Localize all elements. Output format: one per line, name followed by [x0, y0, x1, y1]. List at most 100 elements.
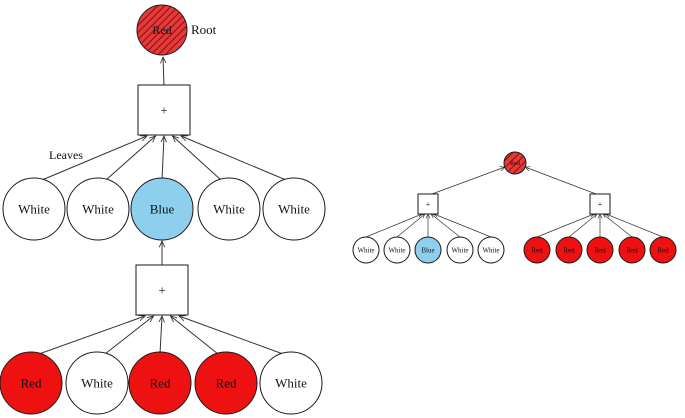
- small-right-leaf-red-label: Red: [531, 246, 543, 254]
- large-top-leaf-white-label: White: [278, 202, 310, 217]
- large-top-leaf-white: White: [2, 177, 66, 241]
- large-sub-leaf-red-shape: [0, 351, 63, 415]
- large-edge-leaf-2-to-plus: [162, 136, 164, 181]
- large-edge-subleaf-0-to-plus: [38, 316, 145, 355]
- large-top-leaf-white-label: White: [18, 202, 50, 217]
- large-sub-leaf-white-shape: [65, 351, 129, 415]
- large-sub-leaf-white-shape: [259, 351, 323, 415]
- large-top-leaf-blue-label: Blue: [150, 202, 175, 217]
- large-sub-leaf-red: Red: [0, 351, 63, 415]
- small-left-leaf-blue: Blue: [414, 236, 442, 264]
- large-top-leaf-blue-shape: [130, 177, 194, 241]
- small-right-plus-node: +: [589, 193, 611, 215]
- large-top-leaf-white-shape: [66, 177, 130, 241]
- small-left-leaf-white: White: [352, 236, 380, 264]
- small-right-leaf-red: Red: [586, 236, 614, 264]
- large-sub-leaf-red-shape: [194, 351, 258, 415]
- large-edge-leaf-4-to-plus: [181, 136, 287, 181]
- small-right-leaf-red-label: Red: [657, 246, 669, 254]
- small-edge-right-leaf-3: [603, 214, 633, 238]
- large-sub-leaf-red: Red: [128, 351, 192, 415]
- large-top-leaf-blue: Blue: [130, 177, 194, 241]
- large-sub-leaf-red-shape: [128, 351, 192, 415]
- large-sub-plus-node-label: +: [158, 283, 165, 298]
- small-right-leaf-red-label: Red: [563, 246, 575, 254]
- large-root-node-shape: [136, 4, 188, 56]
- small-left-plus-node-shape: [417, 193, 439, 215]
- large-edge-subleaf-1-to-plus: [104, 316, 154, 355]
- small-left-leaf-white-label: White: [388, 246, 405, 254]
- large-sub-plus-node-shape: [135, 264, 189, 316]
- large-top-leaf-white-shape: [197, 177, 261, 241]
- small-right-plus-node-label: +: [598, 200, 603, 209]
- small-left-leaf-white: White: [446, 236, 474, 264]
- small-right-leaf-red: Red: [618, 236, 646, 264]
- small-root-node-label: Red: [510, 161, 520, 167]
- small-left-plus-node: +: [417, 193, 439, 215]
- small-edge-left-leaf-0: [365, 214, 422, 238]
- large-sub-leaf-white-label: White: [275, 376, 307, 391]
- small-edge-left-leaf-3: [431, 214, 461, 238]
- small-left-leaf-blue-label: Blue: [421, 246, 434, 254]
- small-right-leaf-red-label: Red: [594, 246, 606, 254]
- small-right-leaf-red-shape: [649, 236, 677, 264]
- leaves-annotation: Leaves: [49, 148, 83, 162]
- large-top-leaf-white-shape: [2, 177, 66, 241]
- small-left-leaf-blue-shape: [414, 236, 442, 264]
- small-root-node: Red: [503, 151, 527, 175]
- root-annotation: Root: [191, 22, 217, 37]
- edges-layer: [38, 57, 664, 355]
- large-root-node-label: Red: [152, 23, 171, 37]
- small-left-leaf-white-label: White: [482, 246, 499, 254]
- small-left-leaf-white: White: [383, 236, 411, 264]
- small-right-leaf-red: Red: [649, 236, 677, 264]
- large-top-leaf-white-shape: [262, 177, 326, 241]
- large-sub-leaf-red-label: Red: [21, 376, 42, 391]
- small-edge-left-leaf-4: [434, 214, 492, 238]
- small-left-leaf-white-shape: [383, 236, 411, 264]
- large-sub-leaf-white-label: White: [81, 376, 113, 391]
- small-left-plus-node-label: +: [426, 200, 431, 209]
- large-top-leaf-white: White: [66, 177, 130, 241]
- large-sub-leaf-red: Red: [194, 351, 258, 415]
- small-right-plus-node-shape: [589, 193, 611, 215]
- small-left-leaf-white: White: [477, 236, 505, 264]
- small-edge-left-leaf-1: [396, 214, 425, 238]
- large-sub-leaf-white: White: [65, 351, 129, 415]
- large-top-leaf-white-label: White: [213, 202, 245, 217]
- large-top-leaf-white: White: [262, 177, 326, 241]
- large-root-node: Red: [136, 4, 188, 56]
- large-edge-leaf-1-to-plus: [105, 136, 156, 181]
- small-edge-right-leaf-4: [606, 214, 664, 238]
- large-edge-plus-to-root: [163, 57, 164, 86]
- large-sub-leaf-red-label: Red: [216, 376, 237, 391]
- small-right-leaf-red-label: Red: [626, 246, 638, 254]
- large-edge-leaf-0-to-plus: [41, 136, 147, 181]
- small-left-leaf-white-shape: [446, 236, 474, 264]
- large-edge-subleaf-3-to-plus: [171, 316, 219, 355]
- large-sub-plus-node: +: [135, 264, 189, 316]
- large-sub-leaf-white: White: [259, 351, 323, 415]
- small-left-leaf-white-shape: [477, 236, 505, 264]
- small-edge-right-leaf-1: [568, 214, 597, 238]
- small-left-leaf-white-shape: [352, 236, 380, 264]
- large-sub-leaf-red-label: Red: [150, 376, 171, 391]
- small-right-leaf-red: Red: [555, 236, 583, 264]
- small-left-leaf-white-label: White: [357, 246, 374, 254]
- large-top-leaf-white: White: [197, 177, 261, 241]
- large-edge-leaf-3-to-plus: [173, 136, 222, 181]
- large-top-plus-node: +: [137, 84, 191, 136]
- small-right-leaf-red-shape: [618, 236, 646, 264]
- small-right-leaf-red: Red: [523, 236, 551, 264]
- small-root-node-shape: [503, 151, 527, 175]
- small-edge-right-leaf-0: [536, 214, 594, 238]
- small-left-leaf-white-label: White: [451, 246, 468, 254]
- small-right-leaf-red-shape: [555, 236, 583, 264]
- small-right-leaf-red-shape: [586, 236, 614, 264]
- small-edge-left-plus-to-root: [431, 167, 505, 195]
- small-right-leaf-red-shape: [523, 236, 551, 264]
- large-edge-subleaf-4-to-plus: [179, 316, 284, 355]
- small-edge-right-plus-to-root: [525, 167, 597, 195]
